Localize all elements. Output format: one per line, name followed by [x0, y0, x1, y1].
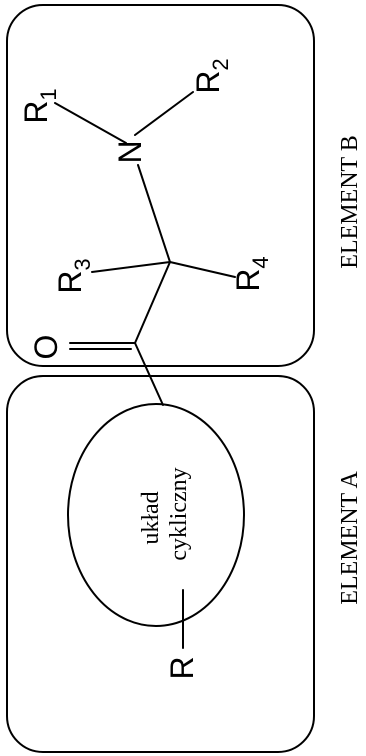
substituent-r3: R3 — [52, 258, 95, 293]
r3-subscript: 3 — [70, 258, 95, 270]
ring-text-line2: cykliczny — [166, 467, 192, 560]
element-b-box — [6, 4, 315, 367]
element-a-caption: ELEMENT A — [337, 471, 363, 605]
substituent-r1: R1 — [18, 88, 61, 123]
bond-ring-carbonyl — [134, 342, 164, 406]
ring-text-line1: układ — [138, 491, 164, 544]
r1-subscript: 1 — [36, 88, 61, 100]
bond-calpha-r4 — [169, 261, 236, 278]
r2-letter: R — [190, 71, 226, 94]
r4-letter: R — [230, 269, 266, 292]
r2-subscript: 2 — [208, 58, 233, 70]
bond-n-r2 — [134, 91, 194, 136]
bond-calpha-n — [137, 164, 171, 263]
substituent-r2: R2 — [190, 58, 233, 93]
bond-n-r1 — [54, 102, 127, 144]
svg-text:R2: R2 — [190, 58, 233, 93]
r3-letter: R — [52, 271, 88, 294]
atom-r: R — [164, 656, 200, 679]
element-b-caption: ELEMENT B — [337, 135, 363, 269]
bond-calpha-r3 — [91, 261, 171, 273]
r1-letter: R — [18, 101, 54, 124]
cyclic-system-ellipse — [67, 403, 245, 627]
svg-text:R4: R4 — [230, 256, 273, 291]
bond-carbonyl-calpha — [134, 261, 171, 344]
atom-n: N — [112, 140, 148, 163]
substituent-r4: R4 — [230, 256, 273, 291]
atom-o: O — [28, 335, 64, 360]
svg-text:R1: R1 — [18, 88, 61, 123]
svg-text:R3: R3 — [52, 258, 95, 293]
element-a-box — [6, 375, 315, 753]
r4-subscript: 4 — [248, 256, 273, 268]
